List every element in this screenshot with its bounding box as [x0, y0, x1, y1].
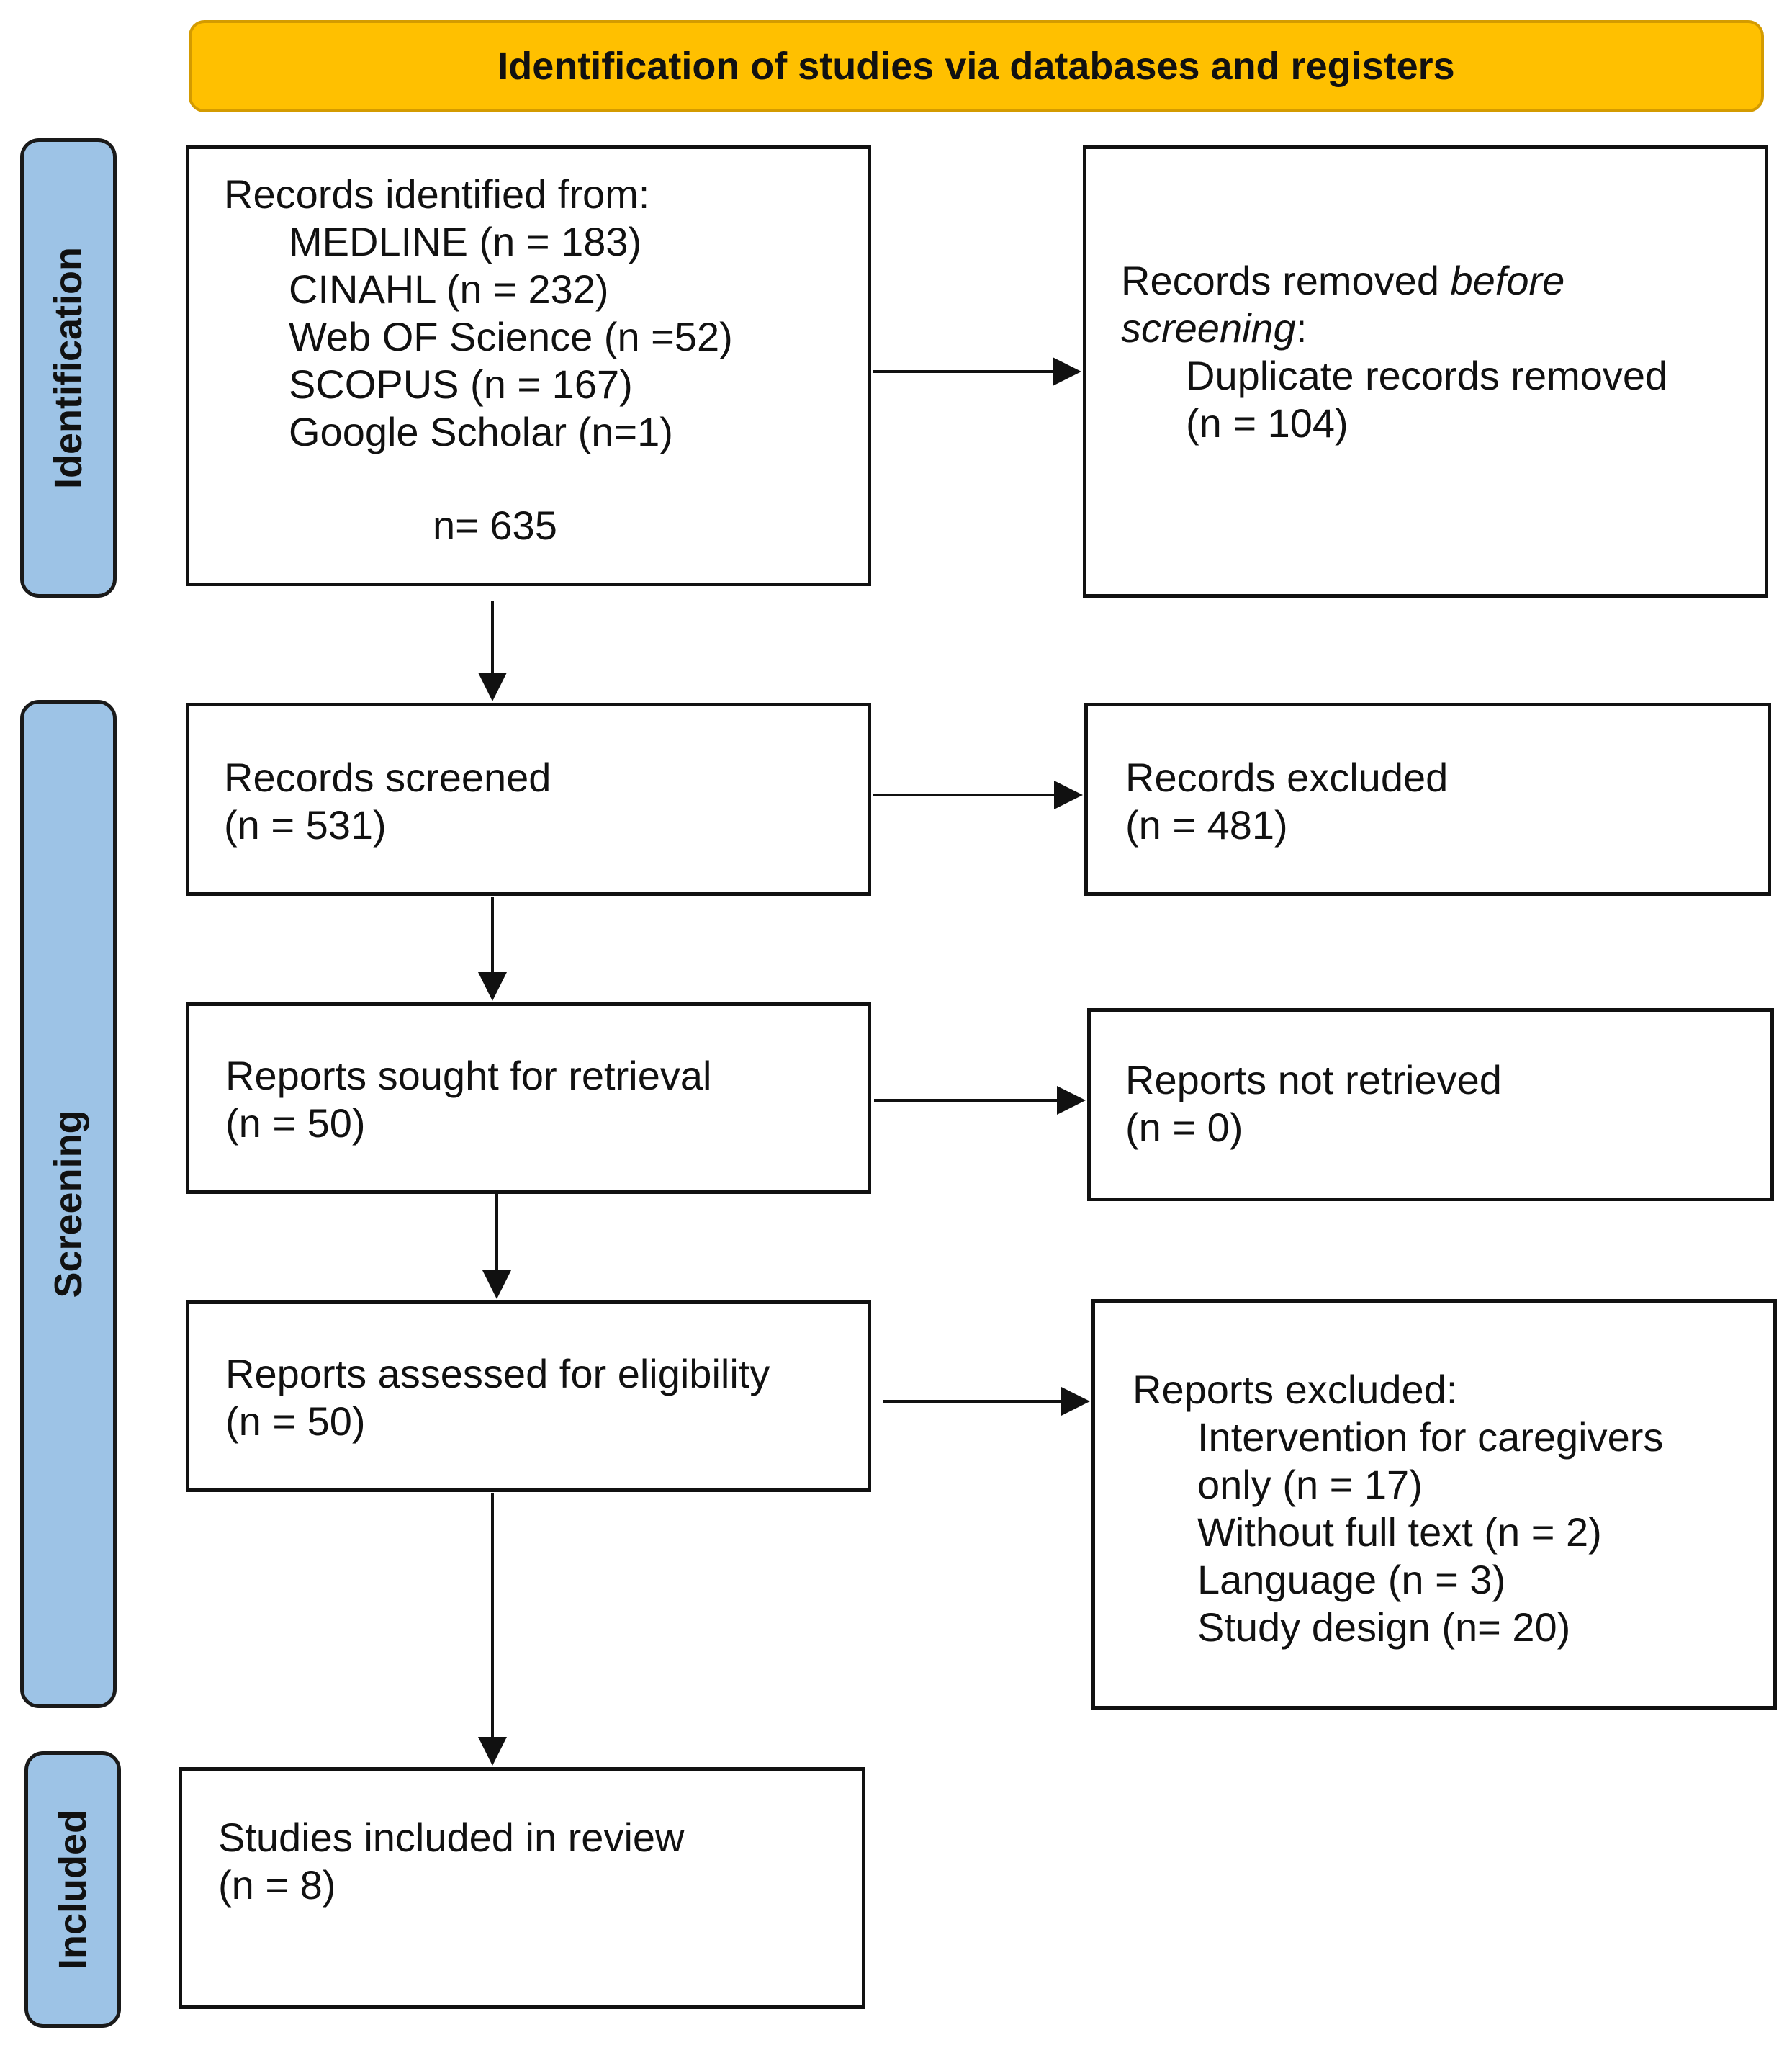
- reports-assessed-label: Reports assessed for eligibility: [225, 1351, 770, 1396]
- records-removed-box: Records removed before screening: Duplic…: [1083, 145, 1768, 598]
- reports-sought-count: (n = 50): [225, 1100, 366, 1146]
- reports-assessed-count: (n = 50): [225, 1398, 366, 1444]
- stage-screening: Screening: [20, 700, 117, 1708]
- records-identified-heading: Records identified from:: [224, 171, 650, 217]
- records-removed-heading-line1: Records removed before: [1121, 258, 1565, 303]
- header-title: Identification of studies via databases …: [497, 45, 1455, 88]
- header-banner: Identification of studies via databases …: [189, 20, 1764, 112]
- reports-sought-label: Reports sought for retrieval: [225, 1053, 712, 1098]
- before-emphasis: before: [1450, 258, 1565, 303]
- reports-excluded-box: Reports excluded: Intervention for careg…: [1091, 1299, 1777, 1710]
- source-item: CINAHL (n = 232): [289, 266, 609, 312]
- exclusion-reason: Study design (n= 20): [1197, 1604, 1571, 1650]
- records-screened-label: Records screened: [224, 755, 551, 800]
- records-removed-heading-line2: screening:: [1121, 305, 1307, 351]
- exclusion-reason: only (n = 17): [1197, 1462, 1423, 1507]
- records-screened-count: (n = 531): [224, 802, 387, 848]
- stage-included: Included: [24, 1751, 121, 2028]
- source-item: MEDLINE (n = 183): [289, 219, 642, 264]
- stage-identification: Identification: [20, 138, 117, 598]
- records-identified-total: n= 635: [433, 503, 557, 548]
- reports-not-retrieved-label: Reports not retrieved: [1125, 1057, 1502, 1102]
- duplicates-count: (n = 104): [1186, 400, 1348, 446]
- reports-sought-box: Reports sought for retrieval (n = 50): [186, 1002, 871, 1194]
- studies-included-box: Studies included in review (n = 8): [179, 1767, 865, 2009]
- exclusion-reason: Without full text (n = 2): [1197, 1509, 1602, 1555]
- reports-excluded-heading: Reports excluded:: [1133, 1367, 1458, 1412]
- exclusion-reason: Language (n = 3): [1197, 1557, 1506, 1602]
- duplicates-label: Duplicate records removed: [1186, 353, 1668, 398]
- records-excluded-count: (n = 481): [1125, 802, 1288, 848]
- studies-included-count: (n = 8): [218, 1862, 336, 1908]
- records-identified-box: Records identified from: MEDLINE (n = 18…: [186, 145, 871, 586]
- reports-not-retrieved-count: (n = 0): [1125, 1105, 1243, 1150]
- records-screened-box: Records screened (n = 531): [186, 703, 871, 896]
- records-excluded-box: Records excluded (n = 481): [1084, 703, 1771, 896]
- source-item: Web OF Science (n =52): [289, 314, 733, 359]
- studies-included-label: Studies included in review: [218, 1815, 685, 1860]
- screening-emphasis: screening: [1121, 305, 1296, 351]
- reports-not-retrieved-box: Reports not retrieved (n = 0): [1087, 1008, 1774, 1201]
- source-item: SCOPUS (n = 167): [289, 361, 633, 407]
- reports-assessed-box: Reports assessed for eligibility (n = 50…: [186, 1300, 871, 1492]
- exclusion-reason: Intervention for caregivers: [1197, 1414, 1664, 1460]
- source-item: Google Scholar (n=1): [289, 409, 673, 454]
- records-excluded-label: Records excluded: [1125, 755, 1449, 800]
